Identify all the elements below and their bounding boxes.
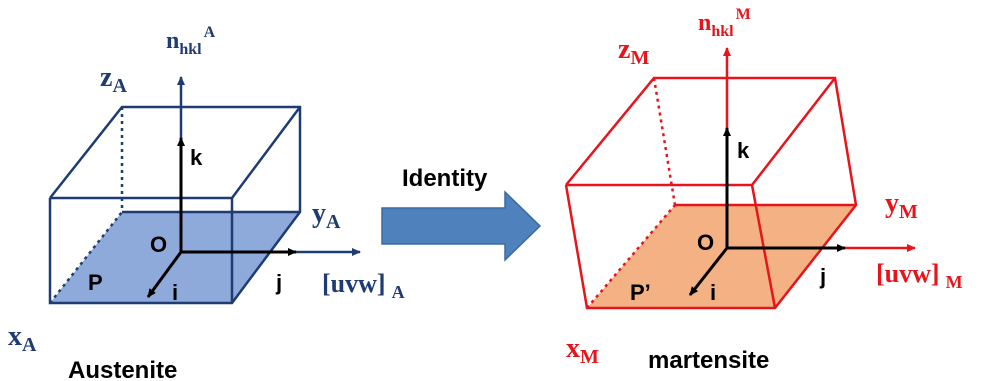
martensite-normal-label: nhklM	[698, 6, 751, 40]
austenite-basal-plane	[50, 212, 300, 303]
austenite-direction-label: [uvw]A	[322, 269, 405, 302]
martensite-origin-label: O	[697, 230, 714, 255]
transform-arrow	[381, 190, 542, 262]
martensite-j-label: j	[819, 264, 826, 289]
austenite-origin-label: O	[150, 232, 167, 257]
austenite-diagram: zA nhklA yA xA [uvw]A O k i j P Austenit…	[8, 24, 405, 381]
martensite-cell-box	[564, 76, 858, 310]
martensite-direction-label: [uvw]M	[876, 259, 963, 292]
austenite-hidden-edge	[49, 211, 123, 304]
austenite-title: Austenite	[68, 357, 177, 381]
martensite-hidden-edge	[586, 204, 676, 309]
martensite-title: martensite	[648, 347, 769, 374]
austenite-normal-label: nhklA	[166, 24, 216, 58]
austenite-k-label: k	[190, 145, 203, 170]
austenite-i-vector	[146, 251, 183, 298]
martensite-i-label: i	[710, 280, 716, 305]
martensite-z-label: zM	[618, 34, 649, 69]
austenite-y-label: yA	[312, 198, 341, 233]
martensite-plane-label: P’	[630, 280, 651, 305]
identity-transform: Identity	[381, 165, 542, 262]
austenite-plane-label: P	[88, 270, 103, 295]
austenite-i-label: i	[172, 280, 178, 305]
martensite-diagram: zM nhklM yM xM [uvw]M O k i j P’ martens…	[564, 6, 963, 374]
martensite-y-label: yM	[885, 188, 918, 223]
martensite-k-label: k	[737, 138, 750, 163]
transform-label: Identity	[402, 165, 488, 192]
austenite-z-label: zA	[100, 62, 127, 97]
martensite-i-vector	[688, 247, 729, 296]
austenite-j-label: j	[275, 270, 282, 295]
martensite-x-label: xM	[566, 333, 599, 368]
austenite-x-label: xA	[8, 321, 37, 356]
